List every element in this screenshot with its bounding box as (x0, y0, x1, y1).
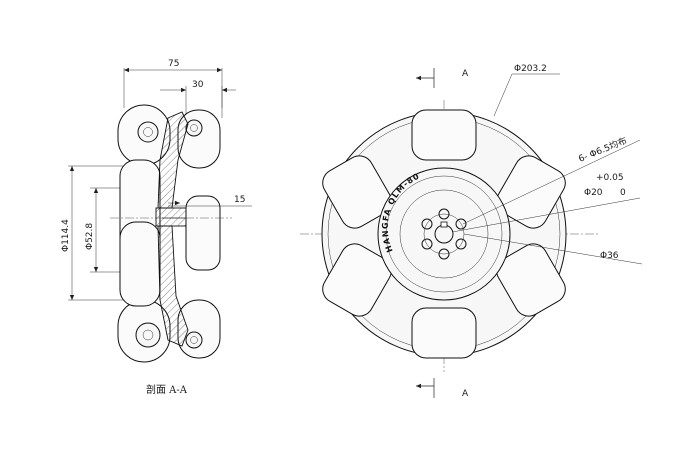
section-marker-bottom-label: A (462, 389, 469, 399)
dim-bore: +0.05 Φ20 0 (451, 173, 641, 233)
dim-label-15: 15 (234, 195, 245, 205)
dim-label-holes: 6- Φ6.5均布 (577, 134, 629, 164)
dim-width-total: 75 (123, 59, 223, 108)
dim-label-114: Φ114.4 (61, 219, 71, 252)
dim-pcd: Φ36 (463, 233, 643, 265)
dim-label-203: Φ203.2 (514, 64, 547, 74)
dim-label-bore: Φ20 (584, 188, 603, 198)
dim-label-75: 75 (168, 59, 179, 69)
dim-label-36: Φ36 (600, 251, 619, 261)
dim-hub-thickness: 15 (168, 195, 252, 207)
center-bore (434, 224, 454, 244)
dim-wheel-diameter: Φ203.2 (493, 64, 560, 117)
dim-label-tol-upper: +0.05 (596, 173, 624, 183)
dim-outer-diameter: Φ114.4 (61, 165, 130, 301)
dim-label-52: Φ52.8 (85, 223, 95, 250)
section-view: 75 30 Φ114.4 Φ52.8 (61, 59, 252, 396)
section-caption: 剖面 A-A (146, 383, 188, 396)
section-marker-top: A (416, 68, 469, 88)
section-marker-bottom: A (416, 378, 469, 399)
front-view: A A (300, 64, 643, 399)
bolt-holes (421, 208, 467, 260)
dim-label-30: 30 (192, 80, 204, 90)
dim-width-partial: 30 (160, 80, 236, 118)
section-marker-top-label: A (462, 69, 469, 79)
section-rollers (117, 104, 221, 363)
dim-label-tol-lower: 0 (620, 188, 626, 198)
